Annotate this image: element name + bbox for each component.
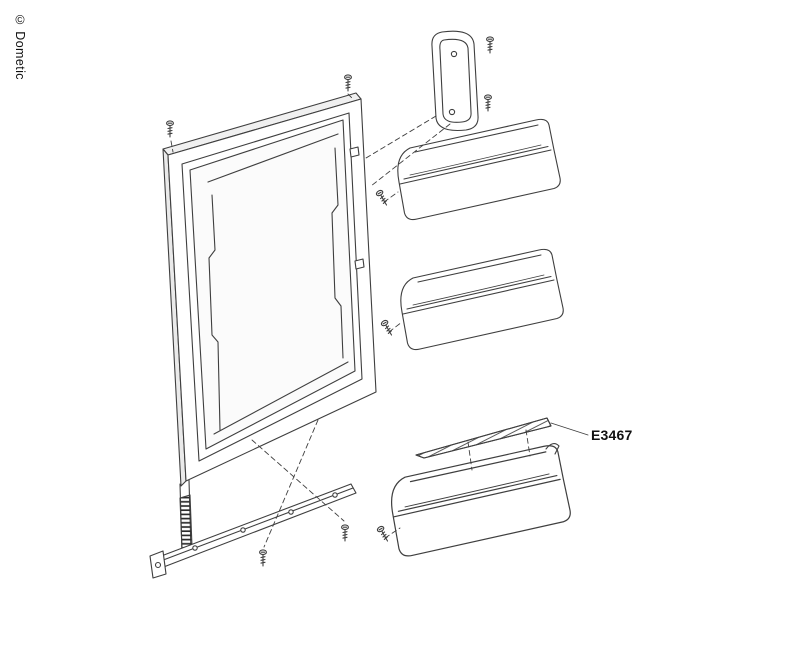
upper-door-shelf bbox=[397, 118, 561, 221]
bottom-trim-strip bbox=[149, 483, 357, 579]
screw-door-top-left bbox=[166, 120, 174, 138]
middle-door-shelf bbox=[400, 248, 564, 351]
handle-outline bbox=[431, 30, 479, 132]
liner-groove-left bbox=[208, 194, 221, 431]
screw-trim-left bbox=[259, 549, 267, 567]
screw-handle-bottom bbox=[484, 94, 492, 112]
guide-screw-top-right bbox=[347, 93, 353, 99]
screw-trim-right bbox=[341, 524, 349, 542]
trim-bracket-hole bbox=[154, 561, 162, 569]
handle-screw-hole-top bbox=[450, 50, 458, 58]
hinge-pin-hatched bbox=[179, 494, 193, 551]
screw-handle-top bbox=[486, 36, 494, 54]
rail-ribs bbox=[416, 418, 551, 458]
screw-door-top-right bbox=[344, 74, 352, 92]
guide-screw-shelf-lower bbox=[384, 527, 401, 539]
door-frame-inner-edge bbox=[181, 112, 363, 462]
drawing-root bbox=[149, 30, 589, 579]
rail-outline bbox=[415, 417, 552, 459]
guide-door-to-trim-b bbox=[263, 419, 319, 548]
trim-hole bbox=[288, 509, 294, 515]
guide-door-to-trim-a bbox=[251, 439, 345, 522]
assembly-guide-lines bbox=[170, 93, 531, 548]
door-liner-panel bbox=[189, 119, 356, 450]
lower-door-shelf bbox=[390, 445, 571, 557]
handle-mount-mark-lower bbox=[354, 258, 365, 270]
guide-screw-shelf-middle bbox=[388, 321, 403, 333]
copyright-text: © Dometic bbox=[13, 13, 27, 80]
trim-hole bbox=[332, 492, 338, 498]
screw-shelf-middle bbox=[379, 318, 395, 338]
guide-handle-upper bbox=[365, 115, 437, 159]
screw-shelf-upper bbox=[374, 188, 390, 208]
guide-screw-top-left bbox=[170, 140, 174, 153]
rail-leader-line bbox=[550, 422, 589, 436]
guide-screw-shelf-upper bbox=[383, 191, 399, 203]
trim-hole bbox=[240, 527, 246, 533]
part-label-e3467: E3467 bbox=[591, 427, 633, 443]
handle-inner-contour bbox=[439, 38, 472, 123]
screw-shelf-lower bbox=[375, 524, 391, 544]
door-assembly bbox=[162, 92, 377, 554]
shelf-retainer-clip bbox=[545, 443, 560, 455]
guide-rail-to-shelf-b bbox=[525, 429, 531, 457]
guide-handle-lower bbox=[370, 123, 451, 187]
door-handle bbox=[431, 30, 479, 132]
trim-rail-e3467 bbox=[415, 417, 589, 459]
liner-bottom-contour bbox=[213, 361, 349, 435]
liner-top-contour bbox=[207, 133, 339, 183]
handle-screw-hole-bottom bbox=[448, 108, 456, 116]
liner-groove-right bbox=[331, 147, 344, 359]
guide-rail-to-shelf-a bbox=[467, 441, 473, 471]
trim-strip-fold-line bbox=[157, 487, 354, 563]
trim-hole bbox=[192, 545, 198, 551]
handle-mount-mark-upper bbox=[349, 146, 360, 158]
